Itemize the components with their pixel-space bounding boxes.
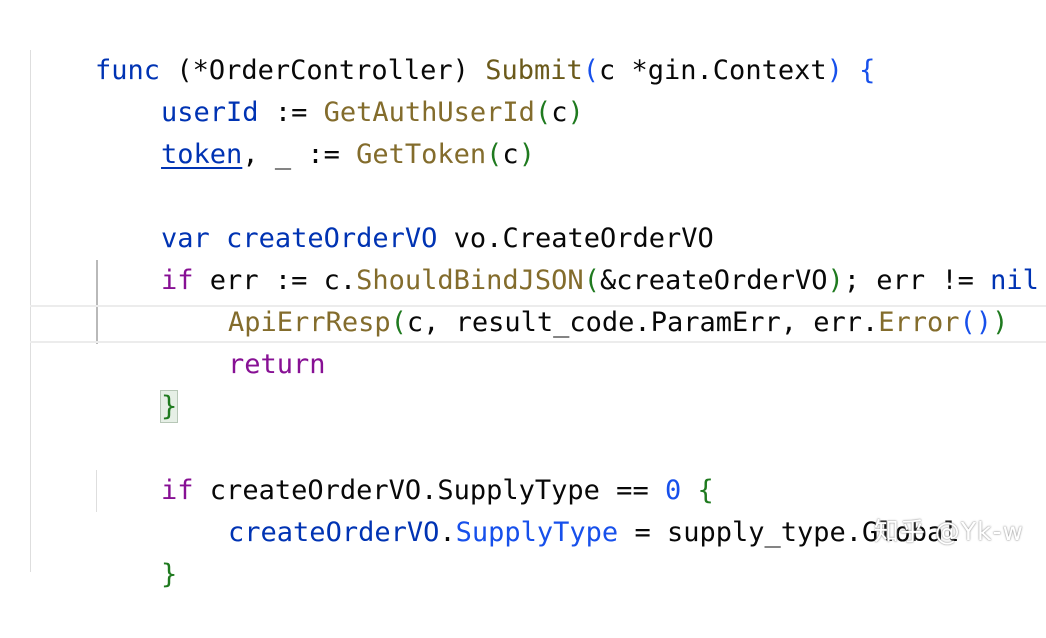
- code-line[interactable]: var createOrderVO vo.CreateOrderVO: [96, 176, 1046, 254]
- paren: (): [959, 307, 993, 338]
- argument: &createOrderVO: [599, 265, 828, 296]
- paren: (: [583, 265, 600, 296]
- keyword-nil: nil: [990, 265, 1039, 296]
- paren: ): [992, 307, 1009, 338]
- indent-guide-block: [96, 260, 98, 344]
- keyword-if: if: [161, 265, 194, 296]
- brace: {: [859, 55, 876, 86]
- brace: {: [697, 475, 714, 506]
- variable: createOrderVO: [226, 223, 438, 254]
- paren: (: [486, 139, 503, 170]
- field-name: SupplyType: [455, 517, 619, 548]
- number-literal: 0: [664, 475, 682, 506]
- keyword-return: return: [228, 349, 326, 380]
- keyword-func: func: [95, 55, 161, 86]
- code-line[interactable]: ApiErrResp(c, result_code.ParamErr, err.…: [163, 260, 1046, 338]
- code-line[interactable]: token, _ := GetToken(c): [96, 92, 1046, 170]
- dot: .: [439, 517, 456, 548]
- code-editor[interactable]: func (*OrderController) Submit(c *gin.Co…: [0, 0, 1046, 590]
- keyword-var: var: [161, 223, 210, 254]
- parameter: c *gin.Context: [599, 55, 827, 86]
- indent-guide: [30, 50, 31, 572]
- paren: ): [826, 55, 843, 86]
- arguments: c, result_code.ParamErr, err.: [406, 307, 879, 338]
- receiver: (*OrderController): [176, 55, 469, 86]
- operator: , _ :=: [242, 139, 357, 170]
- variable-unused: token: [161, 139, 243, 170]
- paren: (: [534, 97, 552, 128]
- paren: ): [518, 139, 535, 170]
- code-line[interactable]: createOrderVO.SupplyType = supply_type.G…: [163, 470, 1046, 548]
- argument: c: [551, 97, 568, 128]
- current-line-highlight: [30, 305, 1046, 343]
- argument: c: [502, 139, 519, 170]
- expression: err := c.: [193, 265, 357, 296]
- code-line[interactable]: return: [163, 302, 1046, 380]
- function-name: Submit: [485, 55, 583, 86]
- keyword-if: if: [161, 475, 194, 506]
- function-call: ShouldBindJSON: [356, 265, 584, 296]
- expression: ; err !=: [843, 265, 991, 296]
- paren: ): [827, 265, 844, 296]
- indent-guide-block: [96, 470, 97, 512]
- function-call: GetToken: [356, 139, 487, 170]
- code-line[interactable]: userId := GetAuthUserId(c): [96, 50, 1046, 128]
- watermark: 知乎 @Yk-w: [873, 517, 1024, 546]
- matched-brace: }: [160, 390, 179, 423]
- code-line[interactable]: func (*OrderController) Submit(c *gin.Co…: [30, 8, 1046, 86]
- code-line[interactable]: }: [96, 344, 1046, 423]
- condition: createOrderVO.SupplyType ==: [193, 475, 665, 506]
- function-call: GetAuthUserId: [323, 97, 535, 128]
- paren: (: [582, 55, 600, 86]
- function-call: ApiErrResp: [228, 307, 391, 338]
- type-name: vo.CreateOrderVO: [453, 223, 714, 254]
- assignment: = supply_type.Global: [618, 517, 960, 548]
- variable: userId: [161, 97, 259, 128]
- paren: (: [390, 307, 407, 338]
- code-line[interactable]: if createOrderVO.SupplyType == 0 {: [96, 428, 1046, 506]
- code-line[interactable]: if err := c.ShouldBindJSON(&createOrderV…: [96, 218, 1046, 296]
- brace: }: [161, 559, 178, 590]
- function-call: Error: [878, 307, 960, 338]
- variable: createOrderVO: [228, 517, 440, 548]
- paren: ): [567, 97, 584, 128]
- operator: :=: [258, 97, 324, 128]
